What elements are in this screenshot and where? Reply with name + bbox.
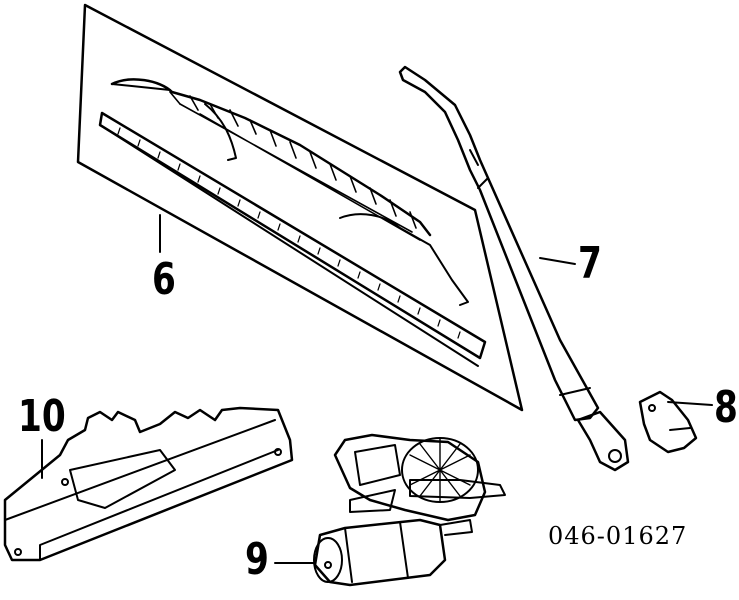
callout-8: 8 <box>714 382 738 433</box>
callout-10: 10 <box>18 391 66 442</box>
diagram-code: 046-01627 <box>548 522 688 550</box>
callout-6: 6 <box>152 254 176 305</box>
wiper-motor <box>274 433 506 587</box>
leader-line-8 <box>667 401 713 406</box>
wiper-arm <box>398 65 630 472</box>
callout-7: 7 <box>578 238 602 289</box>
leader-line-7 <box>539 257 576 265</box>
pivot-cap <box>638 390 713 454</box>
callout-9: 9 <box>245 534 269 585</box>
wiper-linkage <box>3 406 294 562</box>
wiper-blade-assembly <box>76 3 524 412</box>
blade-backing-card <box>76 3 524 412</box>
